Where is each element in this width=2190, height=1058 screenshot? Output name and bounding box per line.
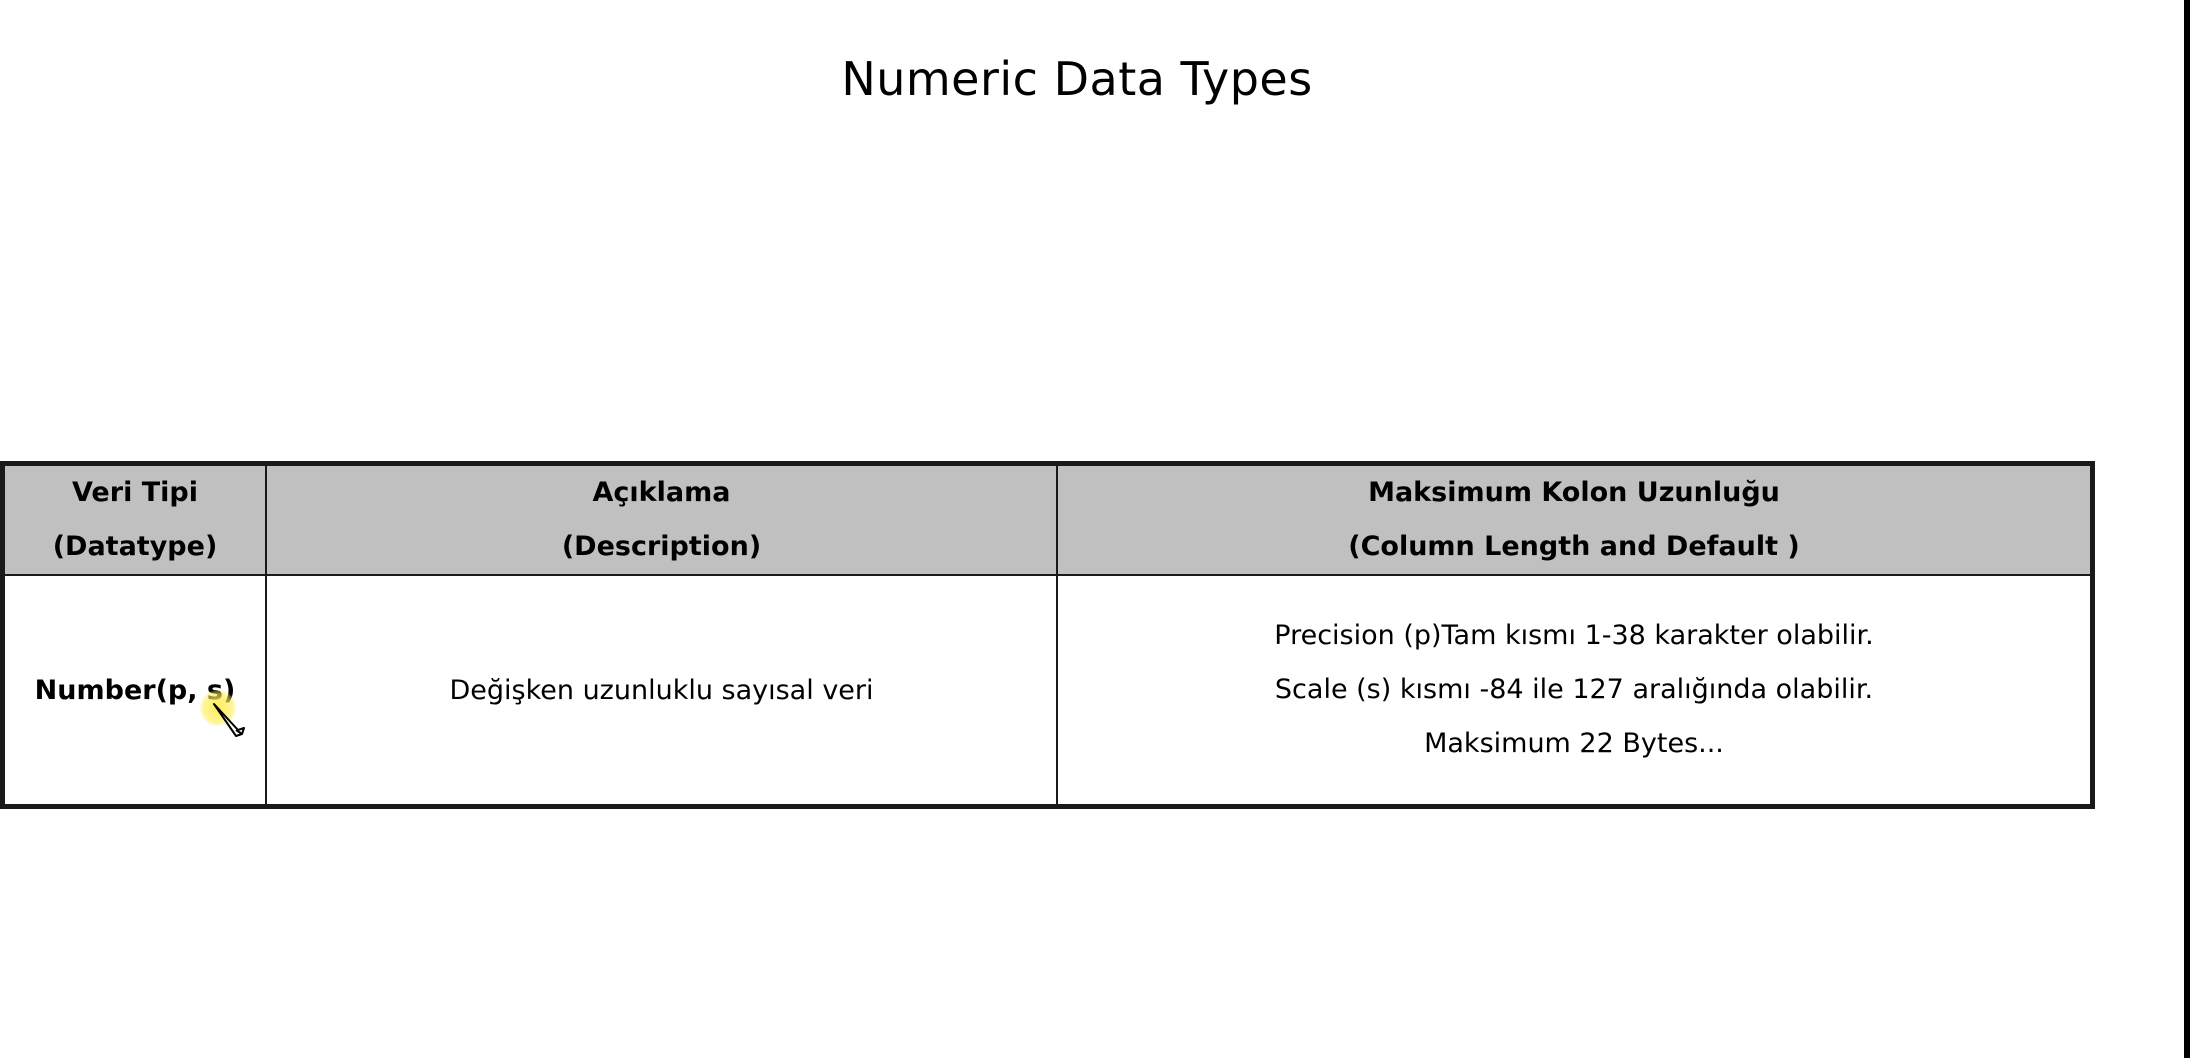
right-edge-bar <box>2184 0 2190 1058</box>
header-description-tr: Açıklama <box>592 477 731 508</box>
table-header-row: Veri Tipi (Datatype) Açıklama (Descripti… <box>3 464 2092 576</box>
header-description-en: (Description) <box>561 531 762 562</box>
header-max-length-tr: Maksimum Kolon Uzunluğu <box>1368 477 1780 508</box>
header-max-length-en: (Column Length and Default ) <box>1348 531 1800 562</box>
pen-cursor <box>200 690 256 746</box>
max-length-line-precision: Precision (p)Tam kısmı 1-38 karakter ola… <box>1274 620 1874 651</box>
cell-max-length: Precision (p)Tam kısmı 1-38 karakter ola… <box>1056 574 2092 806</box>
header-max-length: Maksimum Kolon Uzunluğu (Column Length a… <box>1056 464 2092 576</box>
header-datatype: Veri Tipi (Datatype) <box>3 464 267 576</box>
cell-description: Değişken uzunluklu sayısal veri <box>265 574 1058 806</box>
header-description: Açıklama (Description) <box>265 464 1058 576</box>
data-types-table: Veri Tipi (Datatype) Açıklama (Descripti… <box>0 461 2095 809</box>
table-row: Number(p, s) Değişken uzunluklu sayısal … <box>3 574 2092 806</box>
header-datatype-en: (Datatype) <box>52 531 218 562</box>
max-length-line-bytes: Maksimum 22 Bytes... <box>1424 728 1724 759</box>
page-title: Numeric Data Types <box>841 52 1313 106</box>
header-datatype-tr: Veri Tipi <box>72 477 198 508</box>
pen-cursor-icon <box>213 703 245 737</box>
max-length-line-scale: Scale (s) kısmı -84 ile 127 aralığında o… <box>1274 674 1874 705</box>
data-types-grid: Veri Tipi (Datatype) Açıklama (Descripti… <box>3 464 2092 806</box>
